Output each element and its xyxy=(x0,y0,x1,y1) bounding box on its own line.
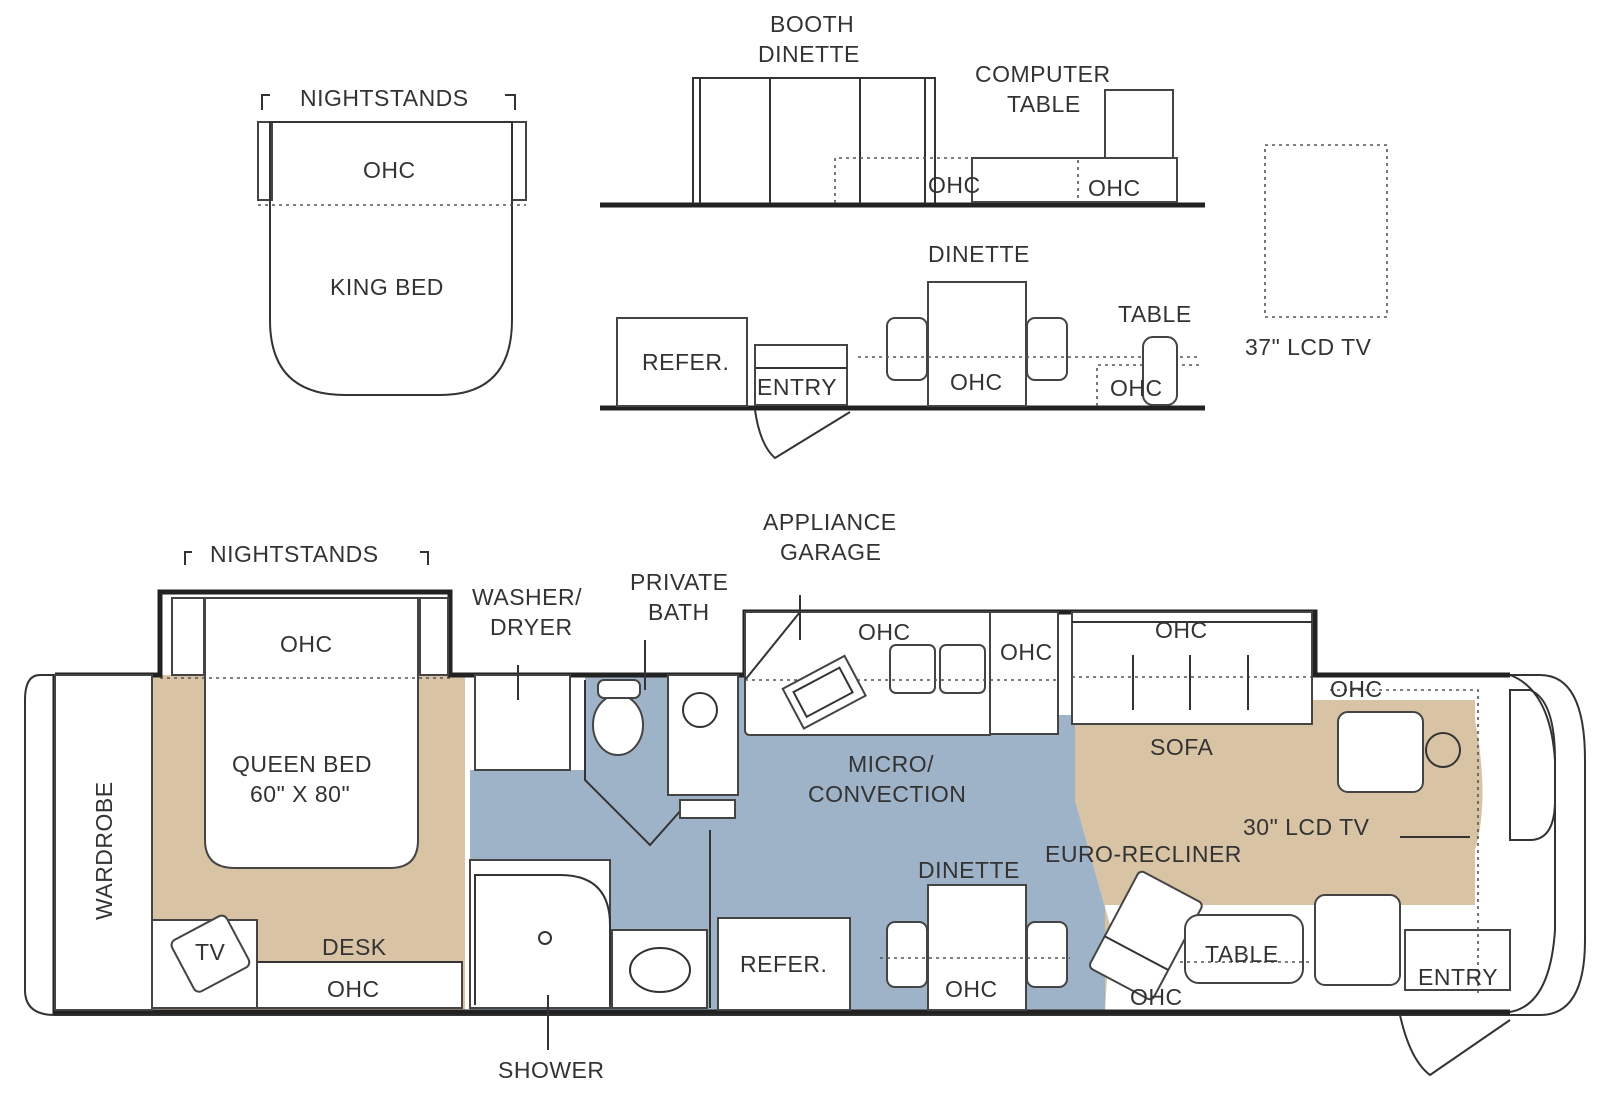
tv-label: TV xyxy=(195,939,226,965)
ohc-label: OHC xyxy=(950,369,1003,395)
booth-dinette-option: BOOTH DINETTE COMPUTER TABLE OHC OHC xyxy=(600,11,1205,208)
refer-label: REFER. xyxy=(740,951,827,977)
lcd-tv-label: 30" LCD TV xyxy=(1243,814,1370,840)
table-ohc-label: OHC xyxy=(1130,984,1183,1010)
shower-label: SHOWER xyxy=(498,1057,605,1083)
refer-label: REFER. xyxy=(642,349,729,375)
table-label: TABLE xyxy=(1205,941,1279,967)
ohc-label: OHC xyxy=(1088,175,1141,201)
sofa-label: SOFA xyxy=(1150,734,1214,760)
desk-label: DESK xyxy=(322,934,387,960)
kitchen-ohc-label: OHC xyxy=(1000,639,1053,665)
computer-label: COMPUTER xyxy=(975,61,1111,87)
tv-label: 37" LCD TV xyxy=(1245,334,1372,360)
entry-label: ENTRY xyxy=(757,374,837,400)
entry-label: ENTRY xyxy=(1418,964,1498,990)
queen-bed-size-label: 60" X 80" xyxy=(250,781,350,807)
euro-recliner-label: EURO-RECLINER xyxy=(1045,841,1242,867)
sofa-ohc-label: OHC xyxy=(1155,617,1208,643)
ohc-label: OHC xyxy=(363,157,416,183)
cab-ohc-label: OHC xyxy=(1330,676,1383,702)
bed-ohc-label: OHC xyxy=(280,631,333,657)
ohc-label: OHC xyxy=(928,172,981,198)
convection-label: CONVECTION xyxy=(808,781,966,807)
dinette-ohc-label: OHC xyxy=(945,976,998,1002)
appliance-label: APPLIANCE xyxy=(763,509,897,535)
nightstands-label: NIGHTSTANDS xyxy=(210,541,379,567)
king-bed-option: NIGHTSTANDS OHC KING BED xyxy=(257,85,527,396)
ohc-label: OHC xyxy=(1110,375,1163,401)
queen-bed-label: QUEEN BED xyxy=(232,751,372,777)
lcd-tv-option: 37" LCD TV xyxy=(1245,144,1388,360)
nightstands-label: NIGHTSTANDS xyxy=(300,85,469,111)
washer-label: WASHER/ xyxy=(472,584,582,610)
dinette-label: DINETTE xyxy=(918,857,1020,883)
booth-label: BOOTH xyxy=(770,11,854,37)
table-label: TABLE xyxy=(1118,301,1192,327)
main-floorplan: NIGHTSTANDS OHC QUEEN BED 60" X 80" WARD… xyxy=(24,509,1586,1083)
wardrobe-label: WARDROBE xyxy=(91,781,117,920)
table-label: TABLE xyxy=(1007,91,1081,117)
king-bed-label: KING BED xyxy=(330,274,444,300)
dinette-label: DINETTE xyxy=(928,241,1030,267)
kitchen-ohc-label: OHC xyxy=(858,619,911,645)
micro-label: MICRO/ xyxy=(848,751,934,777)
dinette-option: REFER. ENTRY DINETTE OHC TABLE OHC xyxy=(600,241,1205,460)
desk-ohc-label: OHC xyxy=(327,976,380,1002)
dinette-label: DINETTE xyxy=(758,41,860,67)
private-label: PRIVATE xyxy=(630,569,729,595)
garage-label: GARAGE xyxy=(780,539,881,565)
dryer-label: DRYER xyxy=(490,614,573,640)
bath-label: BATH xyxy=(648,599,710,625)
